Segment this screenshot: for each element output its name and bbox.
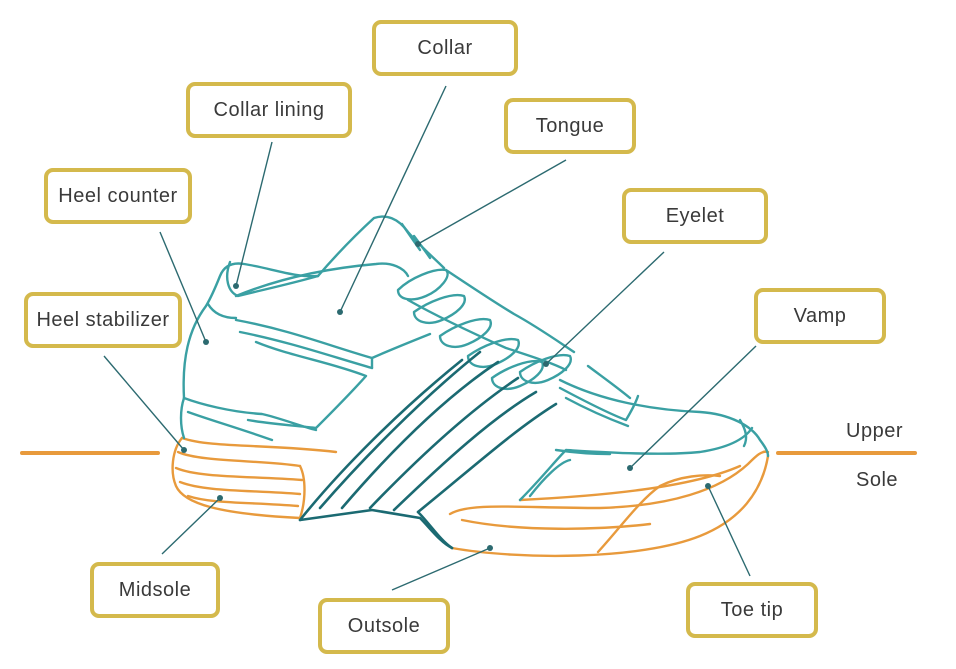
label-heel-counter: Heel counter [44,168,192,224]
leader-tongue [417,159,567,245]
label-outsole: Outsole [318,598,450,654]
leader-collar-lining [235,141,273,287]
leader-midsole [161,497,221,555]
label-toe-tip: Toe tip [686,582,818,638]
leader-vamp [629,345,757,469]
leader-heel-counter [159,231,207,343]
zone-sole-label: Sole [856,469,899,491]
leader-eyelet [545,251,665,365]
label-heel-stabilizer: Heel stabilizer [24,292,182,348]
label-tongue: Tongue [504,98,636,154]
leader-dot-eyelet [543,361,549,367]
label-collar-lining: Collar lining [186,82,352,138]
label-midsole: Midsole [90,562,220,618]
leader-toe-tip [707,485,751,577]
leader-dot-heel-counter [203,339,209,345]
label-vamp: Vamp [754,288,886,344]
leader-heel-stabilizer [103,355,185,451]
upper-outline [179,215,770,502]
sole-outline [171,436,770,558]
leader-dot-tongue [415,241,421,247]
leader-dot-toe-tip [705,483,711,489]
leader-dot-collar [337,309,343,315]
side-stripes [298,350,558,550]
leader-dot-heel-stabilizer [181,447,187,453]
leader-dot-midsole [217,495,223,501]
leader-dot-vamp [627,465,633,471]
label-collar: Collar [372,20,518,76]
zone-upper-label: Upper [846,420,903,442]
leader-collar [339,85,447,313]
label-eyelet: Eyelet [622,188,768,244]
leader-dot-outsole [487,545,493,551]
leader-dot-collar-lining [233,283,239,289]
leader-lines [103,85,757,591]
leader-outsole [391,547,491,591]
